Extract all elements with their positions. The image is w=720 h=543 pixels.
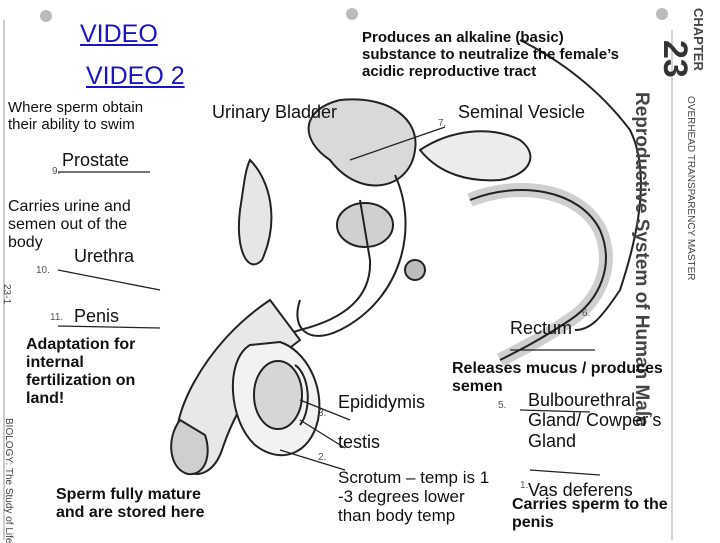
video-2-link[interactable]: VIDEO 2 bbox=[86, 62, 185, 90]
transparency-label: OVERHEAD TRANSPARENCY MASTER bbox=[685, 96, 696, 281]
vas-deferens-label: Vas deferens bbox=[528, 480, 633, 500]
number-3: 3. bbox=[318, 408, 327, 419]
urinary-bladder-label: Urinary Bladder bbox=[212, 102, 338, 122]
video-link[interactable]: VIDEO bbox=[80, 20, 158, 48]
alkaline-note: Produces an alkaline (basic) substance t… bbox=[362, 29, 620, 80]
urethra-label: Urethra bbox=[74, 246, 135, 266]
testis-label: testis bbox=[338, 432, 381, 452]
chapter-number: 23 bbox=[656, 40, 694, 78]
page-id: 23-1 bbox=[1, 284, 12, 305]
number-1: 1. bbox=[520, 480, 529, 491]
prostate-label: Prostate bbox=[62, 150, 130, 170]
number-5: 5. bbox=[498, 400, 507, 411]
number-2: 2. bbox=[318, 452, 327, 463]
number-6: 6. bbox=[582, 308, 591, 319]
bulbourethral-label: Bulbourethral Gland/ Cowper’s Gland bbox=[528, 390, 662, 451]
rectum-label: Rectum bbox=[510, 318, 573, 338]
footer-text: BIOLOGY: The Study of Life bbox=[3, 418, 14, 543]
seminal-vesicle-label: Seminal Vesicle bbox=[458, 102, 586, 122]
number-11: 11. bbox=[50, 312, 64, 323]
sperm-swim-label: Where sperm obtain their ability to swim bbox=[8, 99, 144, 133]
mucus-note: Releases mucus / produces semen bbox=[452, 360, 663, 396]
bulbourethral-shape bbox=[404, 259, 426, 281]
seminal-vesicle-shape bbox=[418, 130, 532, 182]
number-7: 7. bbox=[438, 118, 447, 129]
sperm-mature-note: Sperm fully mature and are stored here bbox=[56, 486, 205, 522]
number-10: 10. bbox=[36, 265, 50, 276]
adaptation-note: Adaptation for internal fertilization on… bbox=[26, 336, 136, 408]
epididymis-label: Epididymis bbox=[338, 392, 426, 412]
scrotum-label: Scrotum – temp is 1 -3 degrees lower tha… bbox=[338, 468, 490, 526]
pubic-bone-shape bbox=[238, 158, 273, 266]
glans-shape bbox=[170, 418, 209, 476]
penis-label: Penis bbox=[74, 306, 120, 326]
bladder-shape bbox=[307, 98, 417, 187]
number-9: 9. bbox=[52, 166, 61, 177]
vas-deferens-shape bbox=[296, 174, 407, 337]
spine-shape bbox=[519, 39, 642, 331]
epididymis-shape bbox=[294, 364, 309, 426]
testis-shape bbox=[253, 360, 303, 430]
urethra-description: Carries urine and semen out of the body bbox=[8, 198, 131, 252]
vas-description: Carries sperm to the penis bbox=[512, 496, 668, 532]
